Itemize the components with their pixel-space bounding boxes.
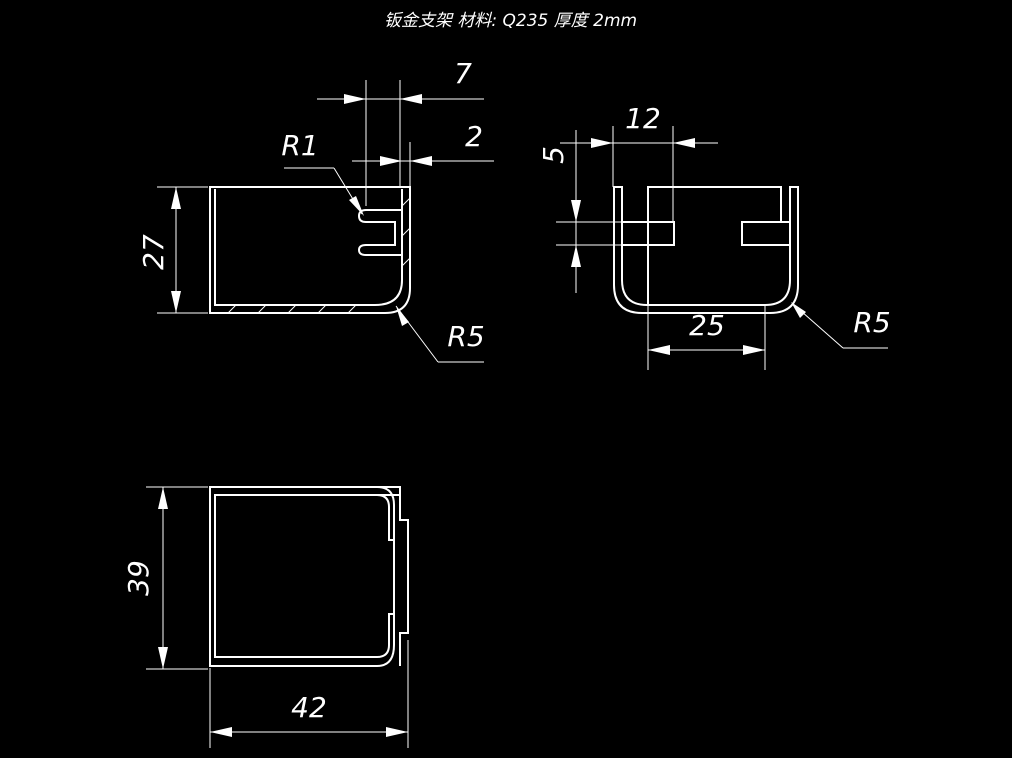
dimension-12: 12 bbox=[560, 102, 718, 222]
side-view: 27 7 2 R1 bbox=[137, 57, 494, 363]
dim-5-label: 5 bbox=[537, 146, 570, 164]
leader-r5-left: R5 bbox=[395, 305, 485, 363]
r5-right-label: R5 bbox=[853, 306, 890, 339]
front-view: 12 5 25 R5 bbox=[537, 102, 891, 370]
dim-2-label: 2 bbox=[465, 120, 483, 153]
dimension-39: 39 bbox=[122, 486, 208, 670]
dimension-27: 27 bbox=[137, 186, 208, 314]
dimension-42: 42 bbox=[209, 640, 409, 748]
dim-7-label: 7 bbox=[454, 57, 472, 90]
top-view-outline bbox=[209, 486, 401, 667]
top-view-tab bbox=[399, 487, 409, 666]
r5-left-label: R5 bbox=[447, 320, 484, 353]
dimension-2: 2 bbox=[352, 120, 494, 187]
leader-r1: R1 bbox=[281, 129, 364, 216]
dimension-25: 25 bbox=[647, 305, 766, 370]
dim-12-label: 12 bbox=[625, 102, 661, 135]
leader-r5-right: R5 bbox=[791, 302, 891, 349]
side-view-tab-slot bbox=[357, 209, 402, 256]
top-view-inner-curve bbox=[376, 486, 395, 541]
side-view-inner-outline bbox=[214, 189, 403, 306]
top-view: 39 42 bbox=[122, 486, 409, 748]
dim-39-label: 39 bbox=[122, 560, 155, 596]
front-view-outer-outline bbox=[613, 186, 799, 314]
front-view-left-tab bbox=[621, 221, 675, 246]
dim-25-label: 25 bbox=[689, 309, 725, 342]
side-view-hatching bbox=[227, 197, 411, 314]
dimension-7: 7 bbox=[317, 57, 484, 206]
r1-label: R1 bbox=[281, 129, 318, 162]
side-view-outer-outline bbox=[209, 186, 411, 314]
drawing-title: 钣金支架 材料: Q235 厚度 2mm bbox=[384, 11, 637, 31]
front-view-right-tab bbox=[741, 221, 791, 246]
dimension-5: 5 bbox=[537, 130, 622, 293]
dim-27-label: 27 bbox=[137, 234, 170, 270]
dim-42-label: 42 bbox=[291, 691, 327, 724]
